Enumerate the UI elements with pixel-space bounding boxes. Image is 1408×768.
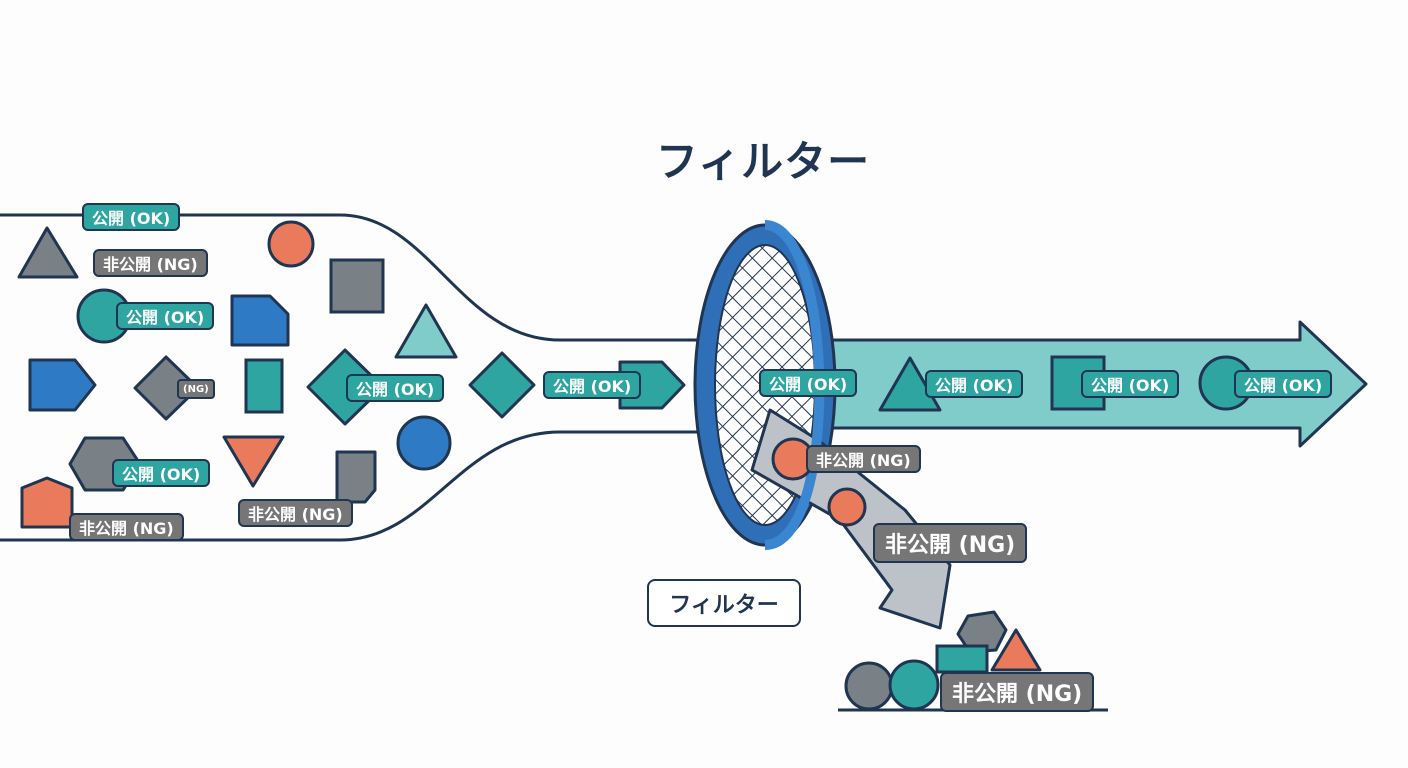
ng-tag-large: 非公開 (NG) bbox=[940, 672, 1095, 712]
blue-circle-shape bbox=[396, 415, 452, 471]
ng-tag: 非公開 (NG) bbox=[806, 445, 921, 473]
pile-orange-triangle bbox=[990, 628, 1042, 672]
ok-tag: 公開 (OK) bbox=[543, 371, 642, 399]
pile-teal-rectangle bbox=[935, 644, 989, 674]
orange-down-triangle-shape bbox=[222, 435, 285, 488]
ng-tag-large: 非公開 (NG) bbox=[873, 523, 1028, 563]
teal-diamond-funnel-shape bbox=[468, 351, 536, 419]
gray-document-shape bbox=[335, 450, 377, 504]
ok-tag: 公開 (OK) bbox=[116, 302, 215, 330]
ok-tag: 公開 (OK) bbox=[112, 459, 211, 487]
funnel-top-edge bbox=[0, 213, 700, 342]
ok-tag: 公開 (OK) bbox=[1234, 370, 1333, 398]
gray-triangle-shape bbox=[17, 226, 79, 279]
filter-title: フィルター bbox=[655, 137, 871, 186]
pile-teal-circle bbox=[888, 659, 940, 711]
blue-pentagon-shape bbox=[28, 358, 97, 412]
ng-tag: 非公開 (NG) bbox=[93, 249, 208, 277]
teal-rectangle-shape bbox=[244, 358, 284, 414]
rejected-orange-circle-2 bbox=[827, 487, 867, 527]
ok-tag: 公開 (OK) bbox=[82, 203, 181, 231]
pile-gray-hexagon bbox=[956, 610, 1008, 654]
gray-diamond-shape bbox=[133, 355, 200, 421]
ok-tag: 公開 (OK) bbox=[346, 374, 445, 402]
ng-tag-small: (NG) bbox=[177, 379, 215, 399]
ok-tag: 公開 (OK) bbox=[759, 369, 858, 397]
orange-house-shape bbox=[20, 476, 74, 529]
orange-circle-shape bbox=[267, 220, 315, 268]
ok-tag: 公開 (OK) bbox=[1081, 370, 1180, 398]
light-teal-triangle-shape bbox=[394, 303, 458, 359]
gray-square-shape bbox=[329, 258, 385, 314]
funnel-bottom-edge bbox=[0, 430, 700, 542]
ok-tag: 公開 (OK) bbox=[925, 370, 1024, 398]
ng-tag: 非公開 (NG) bbox=[69, 513, 184, 541]
filter-label-box: フィルター bbox=[647, 579, 801, 627]
ng-tag: 非公開 (NG) bbox=[238, 499, 353, 527]
pile-gray-circle bbox=[844, 661, 894, 711]
blue-document-shape bbox=[230, 294, 290, 347]
